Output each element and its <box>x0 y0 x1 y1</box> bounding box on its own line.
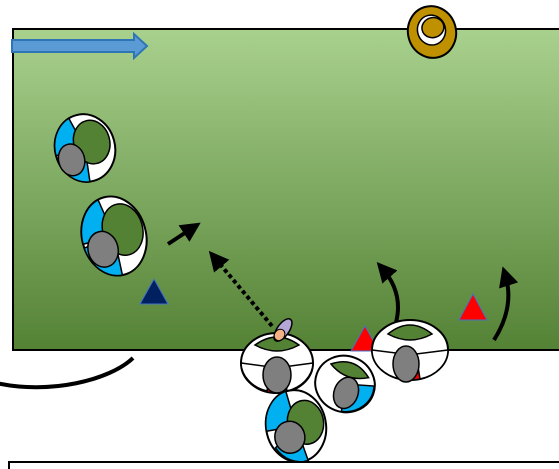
blue-triangle-marker-icon <box>139 277 169 305</box>
dotted-pass-arrow-icon <box>208 250 274 328</box>
attack-direction-arrow-icon <box>11 31 149 61</box>
red-player-icon <box>371 319 449 383</box>
ball-icon <box>273 318 293 342</box>
run-arrow-icon <box>166 222 201 246</box>
pitch <box>12 28 559 351</box>
blue-player-icon <box>80 195 148 277</box>
lower-panel <box>8 461 559 469</box>
blue-player-icon <box>264 389 328 463</box>
red-player-icon <box>240 332 314 394</box>
blue-player-icon <box>314 354 376 414</box>
boundary-arc <box>0 356 135 390</box>
referee-icon <box>406 5 458 59</box>
blue-player-icon <box>53 113 117 183</box>
red-triangle-marker-icon <box>458 292 488 321</box>
run-arrow-icon <box>492 266 519 342</box>
